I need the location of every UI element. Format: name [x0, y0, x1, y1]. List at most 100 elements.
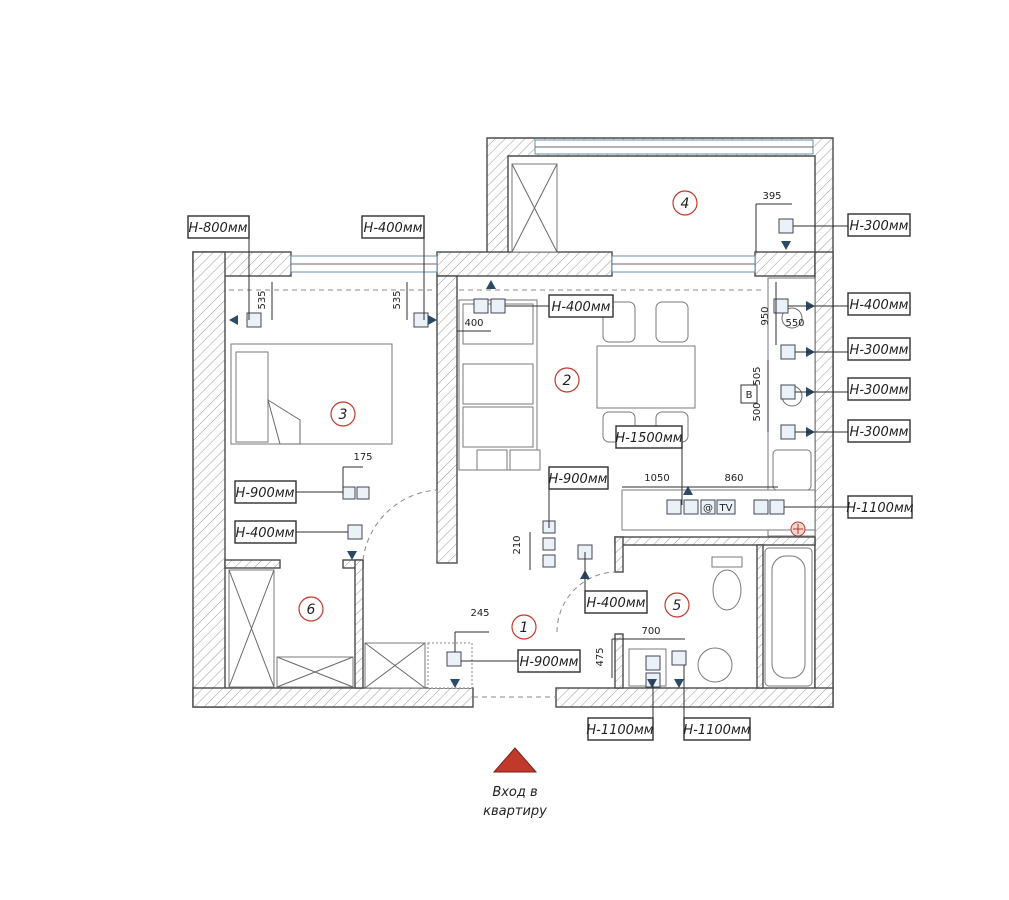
- dining-table: [596, 345, 696, 409]
- arrow-right-icon: [428, 315, 437, 325]
- label-h300-kitchen-3: H-300мм: [850, 425, 909, 440]
- outlet-icon: [246, 312, 262, 328]
- marker-b-box: [740, 384, 758, 404]
- outlet-icon: [542, 554, 556, 568]
- outlet-icon: [542, 537, 556, 551]
- outlet-icon: [342, 486, 356, 500]
- dim-505: 505: [752, 366, 763, 385]
- arrow-left-icon: [229, 315, 238, 325]
- outlet-icon: [780, 424, 796, 440]
- arrow-down-icon: [647, 679, 657, 688]
- outlets: @ TV: [246, 218, 806, 688]
- label-h300-balcony: H-300мм: [850, 219, 909, 234]
- room-number-3: 3: [339, 407, 348, 423]
- washbasin: [697, 647, 733, 683]
- dim-550: 550: [785, 318, 804, 329]
- outlet-icon: [671, 650, 687, 666]
- label-h800: H-800мм: [189, 221, 248, 236]
- label-h900-entry: H-900мм: [520, 655, 579, 670]
- entrance-label-line1: Вход в: [492, 785, 537, 800]
- windows: [290, 139, 814, 273]
- dim-400: 400: [464, 318, 483, 329]
- label-h900-bedroom: H-900мм: [236, 486, 295, 501]
- dimensions: 395 535 535 400 950 550 505 500 B 175 10…: [257, 191, 805, 678]
- tv-symbol: TV: [719, 503, 733, 514]
- outlet-icon: [356, 486, 370, 500]
- wall-bath-top: [614, 536, 816, 546]
- wall-right: [814, 251, 834, 708]
- label-h300-kitchen-1: H-300мм: [850, 343, 909, 358]
- wall-closet-top: [224, 559, 281, 569]
- outlet-icon: [683, 499, 699, 515]
- wall-top-mid: [436, 251, 613, 277]
- arrows: [229, 241, 815, 688]
- arrow-down-icon: [781, 241, 791, 250]
- dim-1050: 1050: [644, 473, 669, 484]
- door-bathroom: [556, 571, 616, 633]
- outlet-internet: [700, 499, 716, 515]
- wall-left: [192, 251, 226, 708]
- outlet-icon: [666, 499, 682, 515]
- label-h1100-kitchen: H-1100мм: [846, 501, 913, 516]
- dim-535-a: 535: [257, 290, 268, 309]
- arrow-up-icon: [486, 280, 496, 289]
- outlet-icon: [769, 499, 785, 515]
- arrow-down-icon: [674, 679, 684, 688]
- height-callouts: H-800мм H-400мм H-300мм H-400мм H-400мм …: [187, 213, 914, 741]
- arrow-down-icon: [347, 551, 357, 560]
- outlet-icon: [473, 298, 489, 314]
- label-h1100-bath-b: H-1100мм: [683, 723, 750, 738]
- kitchen-sink: [772, 449, 812, 491]
- dim-175: 175: [353, 452, 372, 463]
- door-bedroom: [362, 489, 438, 561]
- outlet-tv: [716, 499, 736, 515]
- marker-b: B: [746, 390, 753, 401]
- arrow-up-icon: [683, 486, 693, 495]
- dim-535-b: 535: [392, 290, 403, 309]
- outlet-icon: [645, 655, 661, 671]
- wall-bath-left: [614, 536, 624, 573]
- wall-bath-inner: [756, 544, 764, 689]
- entrance-marker: Вход в квартиру: [483, 747, 547, 819]
- label-h400-living: H-400мм: [552, 300, 611, 315]
- outlet-icon: [413, 312, 429, 328]
- room-number-2: 2: [563, 373, 572, 389]
- outlet-icon: [753, 499, 769, 515]
- internet-symbol: @: [703, 503, 713, 514]
- dim-210: 210: [512, 535, 523, 554]
- dim-860: 860: [724, 473, 743, 484]
- label-h400-kitchen: H-400мм: [850, 298, 909, 313]
- room-number-6: 6: [307, 602, 316, 618]
- room-number-1: 1: [520, 620, 529, 636]
- toilet: [712, 569, 742, 611]
- dim-500: 500: [752, 402, 763, 421]
- dim-700: 700: [641, 626, 660, 637]
- arrow-down-icon: [450, 679, 460, 688]
- bed-pillow: [235, 351, 269, 443]
- label-h400-bedroom-door: H-400мм: [236, 526, 295, 541]
- wall-bottom-left: [192, 687, 474, 708]
- label-h1500: H-1500мм: [615, 431, 682, 446]
- wall-bottom-right: [555, 687, 834, 708]
- label-h900-hallway: H-900мм: [549, 472, 608, 487]
- wall-partition-bed: [436, 275, 458, 564]
- dim-245: 245: [470, 608, 489, 619]
- outlet-icon: [780, 384, 796, 400]
- room-number-4: 4: [681, 196, 690, 212]
- dim-395: 395: [762, 191, 781, 202]
- outlet-icon: [490, 298, 506, 314]
- outlet-icon: [347, 524, 363, 540]
- wall-closet-right: [354, 559, 364, 689]
- wall-bath-left-low: [614, 633, 624, 689]
- room-number-5: 5: [673, 598, 682, 614]
- label-h300-kitchen-2: H-300мм: [850, 383, 909, 398]
- outlet-icon: [780, 344, 796, 360]
- room-numbers: 1 2 3 4 5 6: [298, 190, 698, 640]
- entrance-triangle-icon: [492, 747, 538, 773]
- outlet-icon: [446, 651, 462, 667]
- dim-475: 475: [595, 647, 606, 666]
- walls: [192, 137, 834, 708]
- outlet-icon: [778, 218, 794, 234]
- label-h400-bedroom: H-400мм: [364, 221, 423, 236]
